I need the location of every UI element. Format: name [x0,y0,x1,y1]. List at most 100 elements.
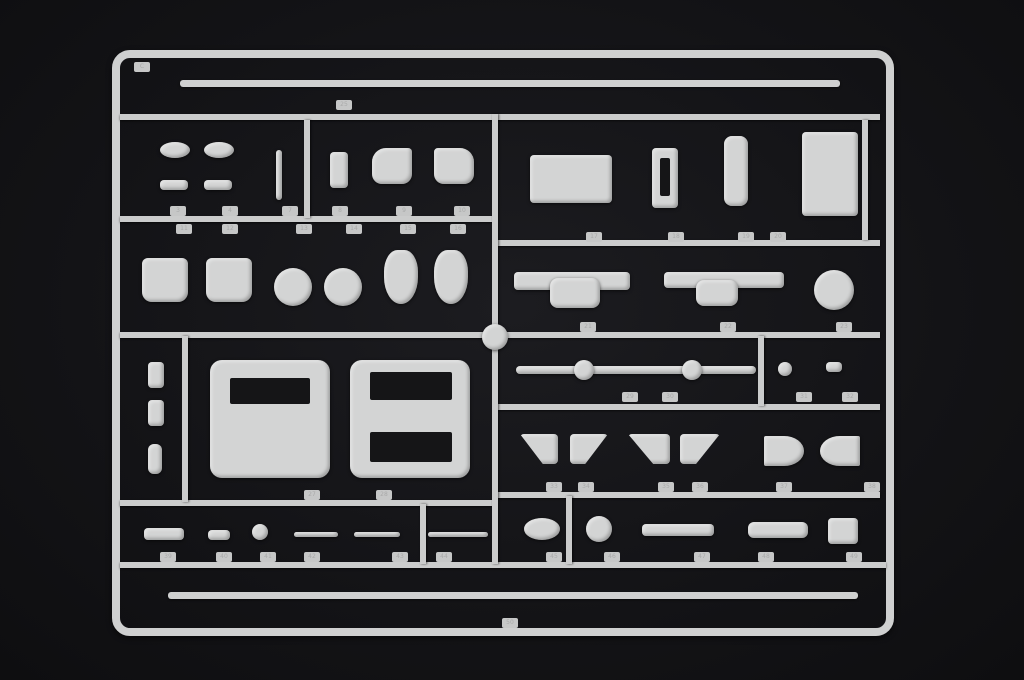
wheel-hub [274,268,312,306]
runner [498,492,880,498]
part-tag: 50 [502,618,518,628]
frame-ring [652,148,678,208]
long-frame-rail-bottom [168,592,858,599]
headlight-housing [204,142,234,158]
part-tag: 10 [454,206,470,216]
runner [566,496,572,564]
rod [294,532,338,537]
part-tag: 48 [758,552,774,562]
part-tag: 33 [546,482,562,492]
bracket-half [820,436,860,466]
runner [758,336,764,406]
hatch-door-right [350,360,470,478]
frame-bracket [330,152,348,188]
part-tag: 13 [296,224,312,234]
sprue-letter-tag: C [134,62,150,72]
runner [420,504,426,564]
part-tag: 44 [436,552,452,562]
steering-joint [682,360,702,380]
runner [304,120,310,218]
part-tag: 8 [332,206,348,216]
part-tag: 23 [836,322,852,332]
part-tag: 19 [738,232,754,242]
runner [862,120,868,240]
part-tag: 32 [842,392,858,402]
part-tag: 25 [336,100,352,110]
part-tag: 39 [160,552,176,562]
part-tag: 17 [586,232,602,242]
part-tag: 29 [622,392,638,402]
panel [530,155,612,203]
part-tag: 14 [346,224,362,234]
part-tag: 3 [170,206,186,216]
part-tag: 36 [692,482,708,492]
small-bracket [148,362,164,388]
cylinder-tank [724,136,748,206]
part-tag: 16 [450,224,466,234]
rod [354,532,400,537]
bell-housing [434,250,468,304]
bracket [160,180,188,190]
part-tag: 40 [216,552,232,562]
part-tag: 9 [396,206,412,216]
part-tag: 15 [400,224,416,234]
part-tag: 21 [580,322,596,332]
part-tag: 45 [546,552,562,562]
differential-bracket-body [550,278,600,308]
runner [498,404,880,410]
part-tag: 18 [668,232,684,242]
round-cover [814,270,854,310]
linkage [276,150,282,200]
headlight-housing [160,142,190,158]
steering-rack [516,366,756,374]
part-tag: 37 [776,482,792,492]
part-tag: 49 [846,552,862,562]
cylinder [642,524,714,536]
battery-box [802,132,858,216]
steering-joint [574,360,594,380]
part-tag: 7 [282,206,298,216]
axle-bracket-body [696,280,738,306]
runner [120,500,492,506]
turbo-housing [586,516,612,542]
part-tag: 20 [770,232,786,242]
part-tag: 42 [304,552,320,562]
runner [120,114,880,120]
sprue-hub [482,324,508,350]
hub-cover [372,148,412,184]
part-tag: 27 [304,490,320,500]
part-tag: 22 [720,322,736,332]
runner [182,336,188,502]
part-tag: 34 [578,482,594,492]
hub-cover [434,148,474,184]
spring-mount [206,258,252,302]
part-tag: 4 [222,206,238,216]
runner [120,562,886,568]
grid-box [828,518,858,544]
part-tag: 43 [392,552,408,562]
part-tag: 12 [222,224,238,234]
lever [826,362,842,372]
bracket-half [764,436,804,466]
block [144,528,184,540]
small-bracket [148,400,164,426]
part-tag: 38 [864,482,880,492]
small-lever [148,444,162,474]
part-tag: 31 [796,392,812,402]
part-tag: 47 [694,552,710,562]
knob [778,362,792,376]
part-tag: 11 [176,224,192,234]
rod-assembly [428,532,488,537]
bracket [204,180,232,190]
wheel-hub [324,268,362,306]
canister [748,522,808,538]
part-tag: 35 [658,482,674,492]
long-frame-rail-top [180,80,840,87]
disc [252,524,268,540]
block [208,530,230,540]
part-tag: 28 [376,490,392,500]
plate [524,518,560,540]
bell-housing [384,250,418,304]
part-tag: 41 [260,552,276,562]
part-tag: 30 [662,392,678,402]
